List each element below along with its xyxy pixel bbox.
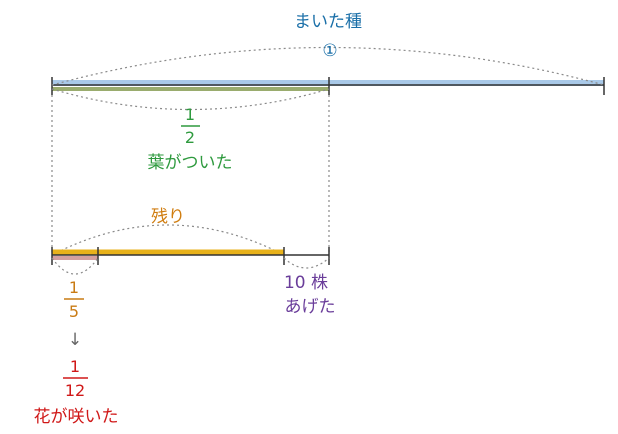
- given-brace-arc: [283, 257, 330, 269]
- seeds-title: まいた種: [294, 12, 362, 32]
- seeds-line-group: [51, 77, 605, 95]
- fifth-brace-arc: [51, 257, 99, 275]
- remain-brace-arc: [51, 224, 285, 256]
- fifth-fraction-denominator: 5: [69, 302, 79, 321]
- leaf-brace-arc: [51, 88, 330, 111]
- leaf-fraction: 1 2: [181, 105, 200, 147]
- flower-fraction: 1 12: [63, 357, 88, 400]
- fifth-fraction: 1 5: [64, 278, 84, 321]
- leaf-text: 葉がついた: [148, 153, 233, 173]
- flower-text: 花が咲いた: [34, 407, 119, 427]
- leaf-fraction-numerator: 1: [185, 105, 195, 124]
- down-arrow: ↓: [68, 330, 82, 350]
- fifth-fraction-numerator: 1: [69, 278, 79, 297]
- given-count: 10 株: [284, 273, 328, 293]
- flower-fraction-numerator: 1: [70, 357, 80, 376]
- given-text: あげた: [285, 297, 336, 317]
- seeds-mark: ①: [322, 41, 337, 61]
- remain-text: 残り: [151, 207, 185, 227]
- flower-fraction-denominator: 12: [65, 381, 85, 400]
- leaf-fraction-denominator: 2: [185, 128, 195, 147]
- remain-line-group: [51, 247, 330, 265]
